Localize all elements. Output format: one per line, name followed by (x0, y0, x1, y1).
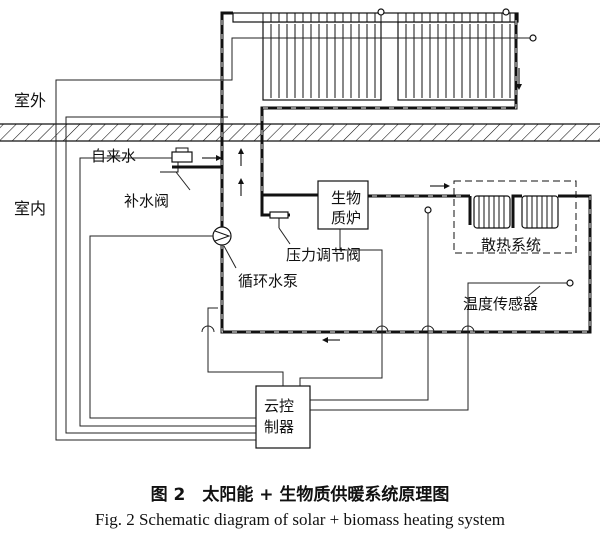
label-radiator: 散热系统 (481, 236, 541, 254)
label-makeup-valve: 补水阀 (124, 192, 169, 210)
radiator-system (453, 180, 577, 254)
label-controller-1: 云控 (264, 397, 294, 415)
makeup-valve-icon (160, 147, 193, 173)
heating-system-diagram: 室外 室内 自来水 补水阀 生物 质炉 压力调节阀 循环水泵 散热系统 温度传感… (0, 8, 600, 449)
label-boiler-1: 生物 (331, 189, 361, 207)
label-controller-2: 制器 (264, 418, 294, 436)
label-temp-sensor: 温度传感器 (463, 295, 538, 313)
label-tap-water: 自来水 (91, 147, 136, 165)
collector-header (232, 8, 519, 23)
solar-collector-left (262, 21, 382, 101)
label-outdoor: 室外 (14, 91, 46, 110)
ground-layer (0, 123, 600, 142)
biomass-boiler (317, 180, 369, 230)
label-pressure-valve: 压力调节阀 (286, 246, 361, 264)
circulation-pump (212, 226, 232, 246)
solar-collector-right (397, 21, 517, 101)
label-pump: 循环水泵 (238, 272, 298, 290)
figure-caption-english: Fig. 2 Schematic diagram of solar + biom… (95, 510, 505, 529)
control-wires (55, 34, 574, 441)
label-indoor: 室内 (14, 199, 46, 218)
cloud-controller (255, 385, 311, 449)
figure-caption-chinese: 图 2 太阳能 + 生物质供暖系统原理图 (150, 485, 450, 505)
label-boiler-2: 质炉 (331, 209, 361, 227)
main-pipe-network (172, 11, 592, 334)
flow-arrows (202, 68, 522, 343)
pressure-valve-icon (269, 211, 289, 228)
